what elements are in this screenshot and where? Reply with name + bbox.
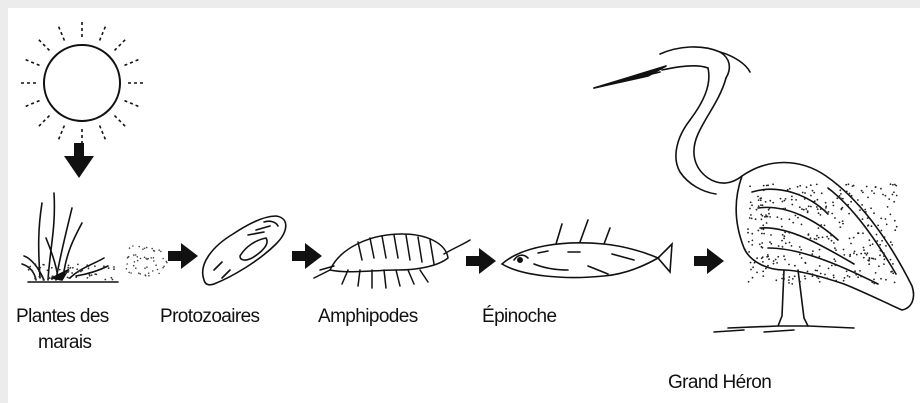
organism-label-marsh-plants: Plantes des <box>16 306 109 328</box>
organism-label-amphipods: Amphipodes <box>318 306 418 328</box>
marsh-plant-icon <box>22 193 118 282</box>
organism-label-marsh-plants-line2: marais <box>38 332 91 354</box>
arrow-icon <box>64 143 94 178</box>
arrow-icon <box>168 243 198 269</box>
arrow-icon <box>694 248 724 274</box>
protozoan-icon <box>203 216 286 285</box>
arrow-icon <box>292 243 322 269</box>
arrow-icon <box>466 248 496 274</box>
organism-label-great-heron: Grand Héron <box>668 372 771 394</box>
speckle-cluster <box>126 245 168 276</box>
amphipod-icon <box>314 234 470 288</box>
food-chain-diagram: Plantes des marais Protozoaires Amphipod… <box>8 8 920 403</box>
stickleback-fish-icon <box>502 220 672 278</box>
organism-label-stickleback: Épinoche <box>482 306 556 328</box>
organism-label-protozoa: Protozoaires <box>160 306 259 328</box>
great-blue-heron-icon <box>594 47 914 332</box>
sun-icon <box>18 19 146 147</box>
